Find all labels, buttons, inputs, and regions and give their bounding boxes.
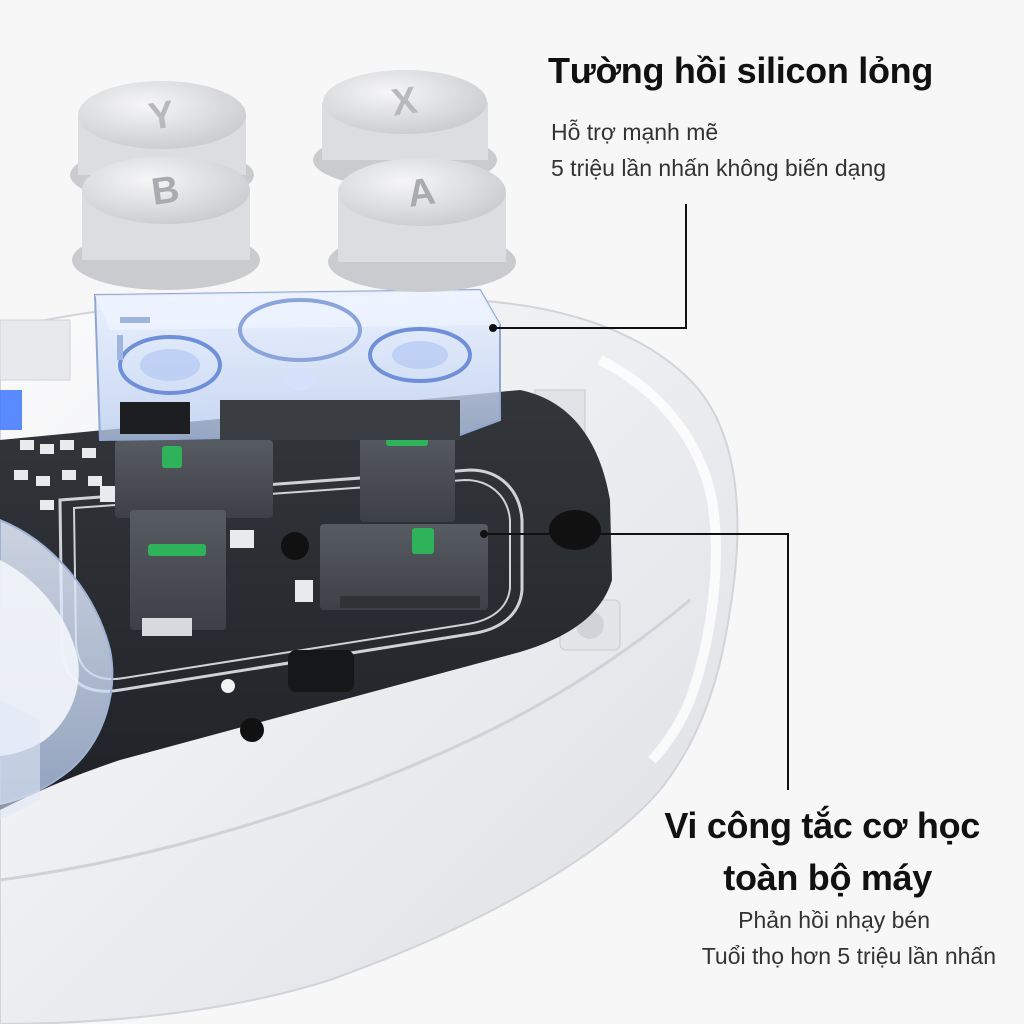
callout-bottom-title-1: Vi công tắc cơ học <box>664 805 980 846</box>
svg-text:B: B <box>149 168 182 213</box>
svg-text:Y: Y <box>146 93 177 138</box>
microswitch-3 <box>130 510 226 636</box>
leader-lines <box>480 204 789 790</box>
callout-top-line-2: 5 triệu lần nhấn không biến dạng <box>551 155 887 181</box>
silicone-support-block <box>93 288 501 442</box>
face-buttons: Y X B A <box>70 70 516 292</box>
thumbstick-dome <box>0 518 114 820</box>
button-b: B <box>72 156 260 290</box>
svg-text:A: A <box>405 170 438 215</box>
callout-bottom-line-1: Phản hồi nhạy bén <box>738 907 930 933</box>
callout-bottom-line-2: Tuổi thọ hơn 5 triệu lần nhấn <box>701 943 996 969</box>
microswitches <box>115 430 488 636</box>
microswitch-4 <box>320 524 488 610</box>
button-a: A <box>328 158 516 292</box>
callout-bottom-title-2: toàn bộ máy <box>723 857 932 898</box>
microswitch-2 <box>360 430 455 522</box>
callout-top-title: Tường hồi silicon lỏng <box>548 50 934 91</box>
callout-top-line-1: Hỗ trợ mạnh mẽ <box>551 119 719 145</box>
microswitch-1 <box>115 440 273 518</box>
